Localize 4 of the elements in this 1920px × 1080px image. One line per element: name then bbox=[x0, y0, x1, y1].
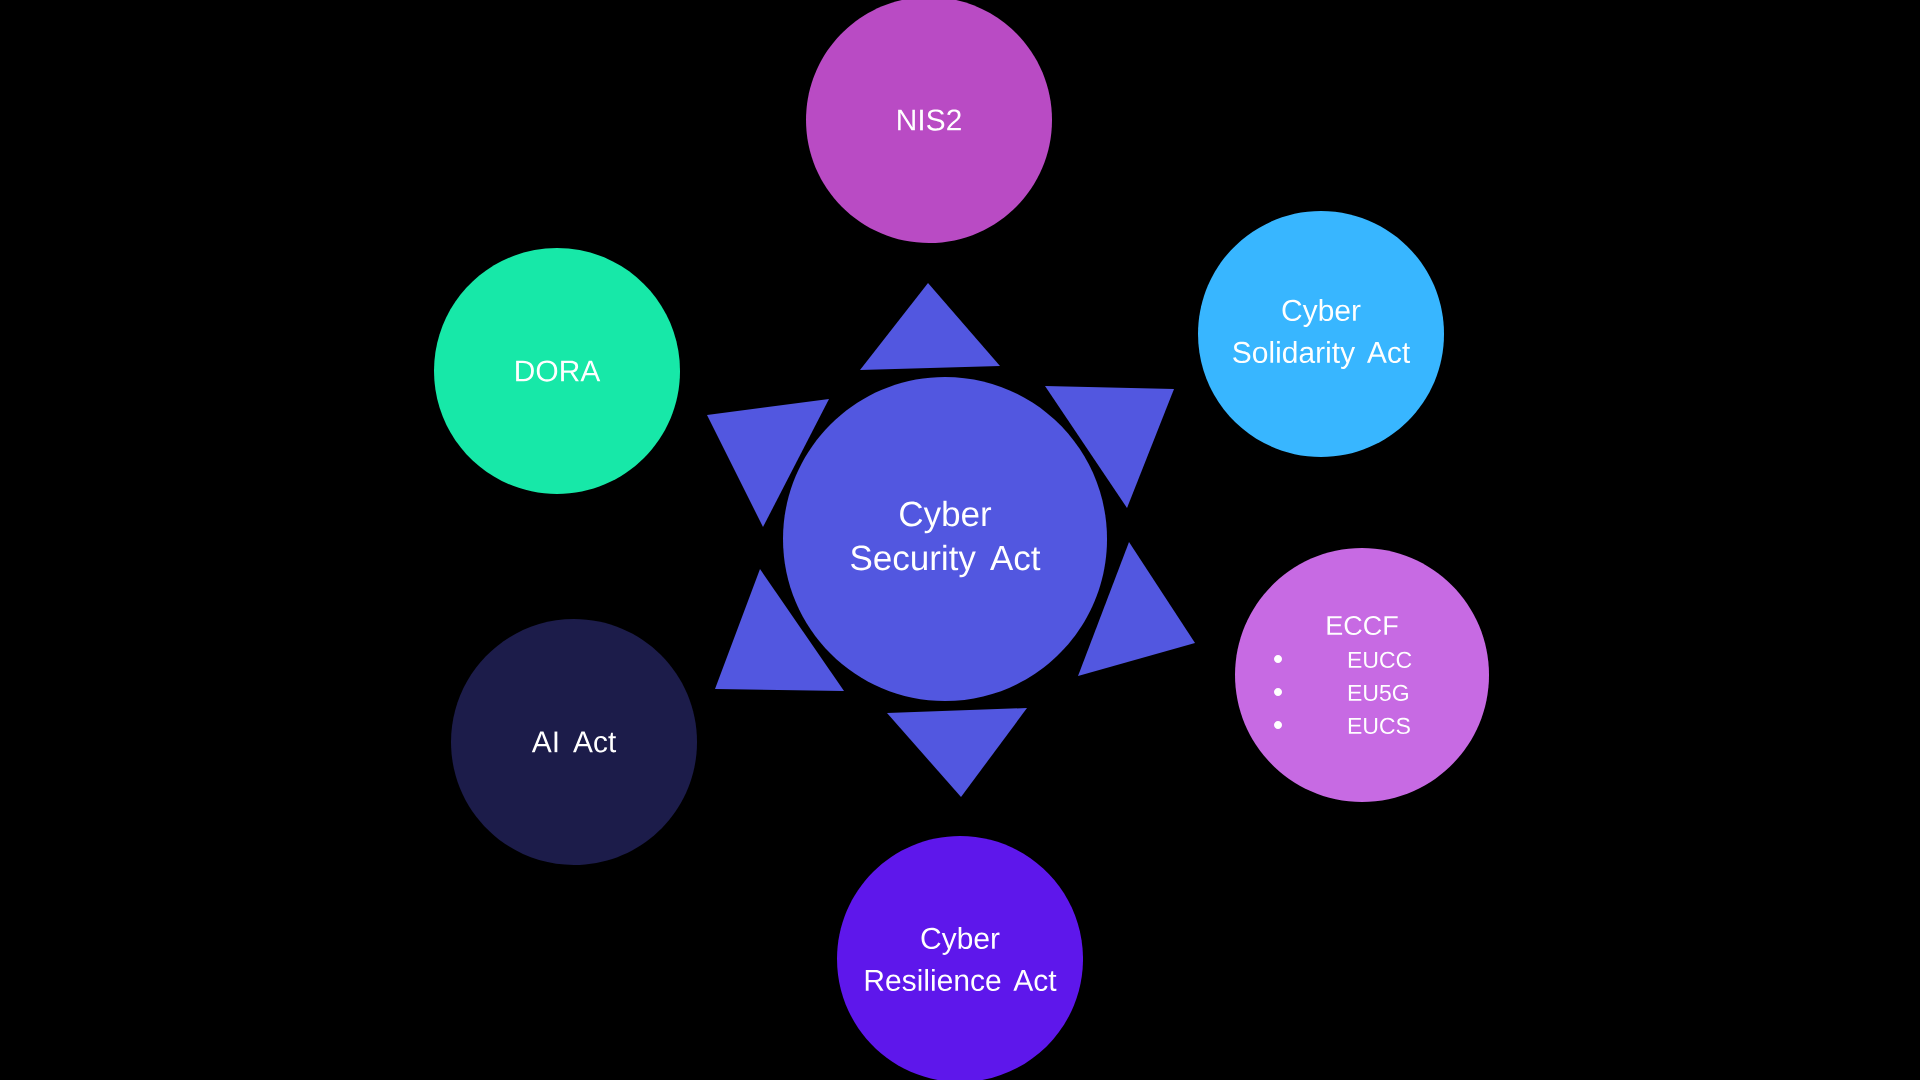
circle-node: DORA bbox=[434, 248, 680, 494]
circle-node: Cyber Solidarity Act bbox=[1198, 211, 1444, 457]
circle-node: ECCF EUCC EU5G EUCS bbox=[1235, 548, 1489, 802]
circle-node: AI Act bbox=[451, 619, 697, 865]
